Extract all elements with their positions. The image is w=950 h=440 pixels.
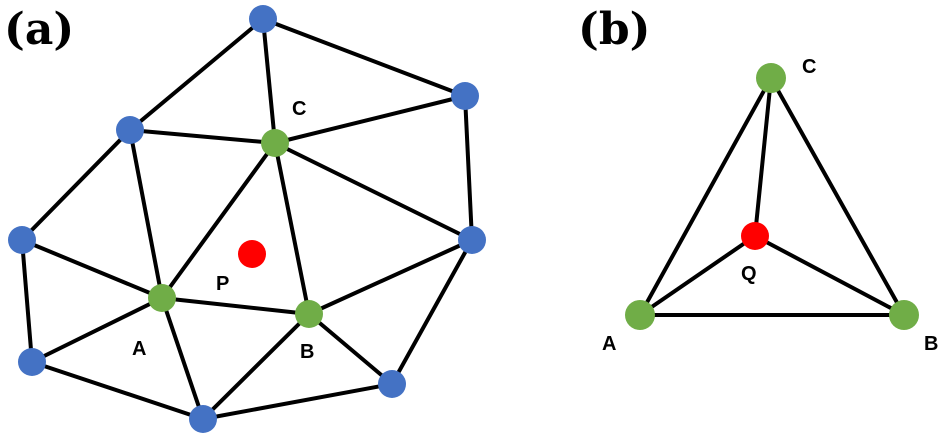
query-point-q <box>741 222 769 250</box>
mesh-vertex <box>378 370 406 398</box>
edge <box>128 128 164 300</box>
vertex-c-a <box>261 129 289 157</box>
mesh-vertex <box>189 405 217 433</box>
node-label-b-b: B <box>924 333 938 355</box>
mesh-vertex <box>8 226 36 254</box>
panel-a-label: (a) <box>4 4 74 55</box>
edge <box>20 238 34 364</box>
mesh-vertex <box>249 5 277 33</box>
edge <box>20 238 164 300</box>
node-label-a-a: A <box>132 338 146 360</box>
edge <box>638 76 773 317</box>
node-label-p: P <box>216 273 229 295</box>
edge <box>753 76 773 238</box>
edge <box>273 141 474 242</box>
query-point-p <box>238 240 266 268</box>
edge <box>128 17 265 132</box>
triangle-vertices-b <box>625 63 919 330</box>
vertex-a-a <box>148 284 176 312</box>
edge <box>201 382 394 421</box>
mesh-edges-a <box>20 17 474 421</box>
vertex-b-b <box>889 300 919 330</box>
vertex-c-b <box>756 63 786 93</box>
edge <box>201 312 311 421</box>
edge <box>261 17 467 98</box>
node-label-a-b: A <box>602 333 616 355</box>
edge <box>307 312 394 386</box>
edge <box>261 17 277 145</box>
vertex-a-b <box>625 300 655 330</box>
edge <box>769 76 906 317</box>
panel-a: (a) <box>4 4 486 433</box>
edge <box>753 234 906 317</box>
edge <box>20 128 132 242</box>
mesh-vertex <box>451 82 479 110</box>
panel-b: (b) C Q A B <box>578 4 938 355</box>
node-label-c-a: C <box>292 98 306 120</box>
vertex-b-a <box>295 300 323 328</box>
edge <box>30 360 205 421</box>
mesh-vertex <box>18 348 46 376</box>
node-label-c-b: C <box>802 56 816 78</box>
node-label-b-a: B <box>300 341 314 363</box>
edge <box>30 296 164 364</box>
edge <box>128 128 277 145</box>
triangle-edges-b <box>638 76 906 317</box>
mesh-vertex <box>116 116 144 144</box>
edge <box>160 296 205 421</box>
node-label-q: Q <box>741 263 757 285</box>
edge <box>273 141 311 316</box>
edge <box>307 238 474 316</box>
edge <box>160 141 277 300</box>
mesh-vertex <box>458 226 486 254</box>
edge <box>273 94 467 145</box>
edge <box>390 238 474 386</box>
edge <box>638 234 757 317</box>
edge <box>463 94 474 242</box>
edge <box>160 296 311 316</box>
mesh-vertices-a <box>8 5 486 433</box>
panel-b-label: (b) <box>578 4 650 55</box>
